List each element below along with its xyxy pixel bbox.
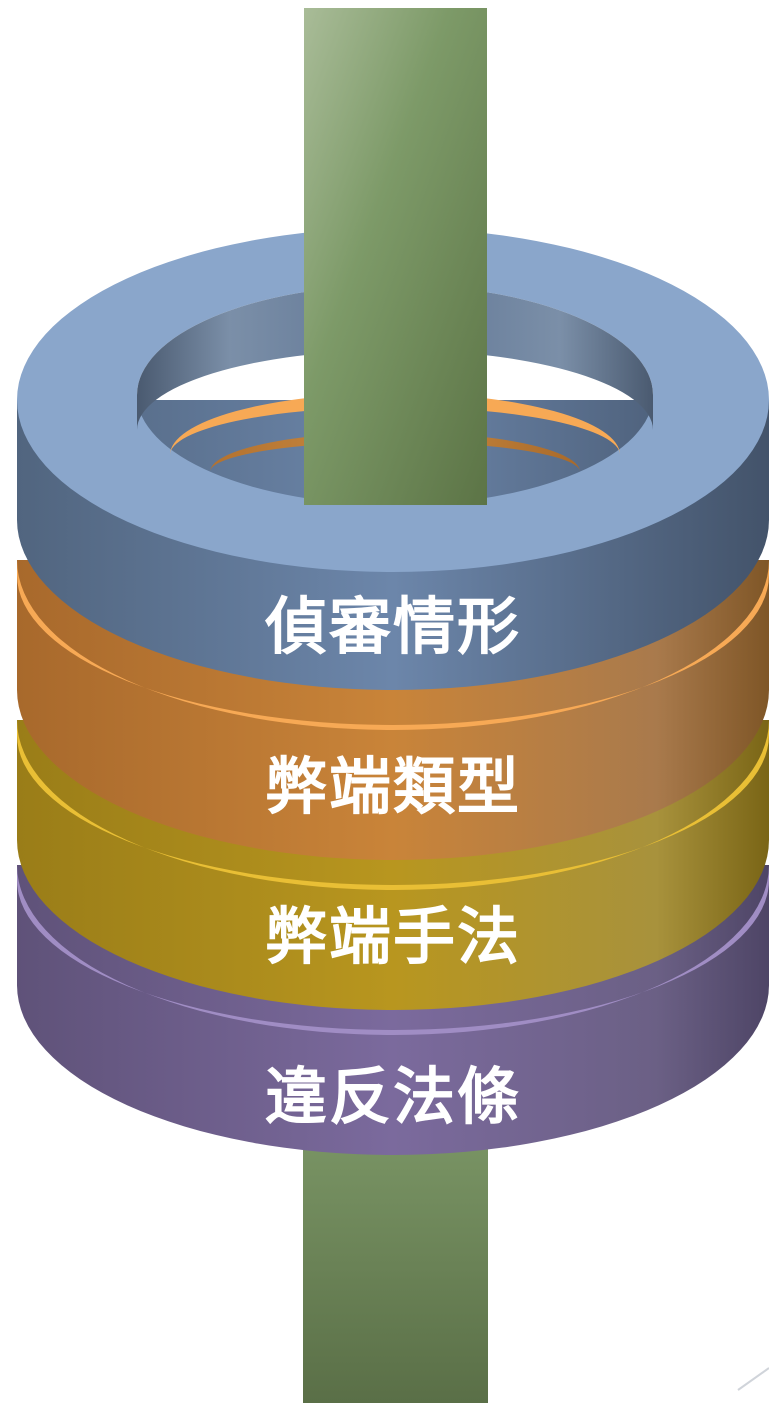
page-curl-mark (737, 1367, 769, 1391)
layer-label-3: 違反法條 (265, 1060, 521, 1133)
layer-label-2: 弊端手法 (265, 900, 521, 973)
hole-inner-wall (137, 285, 653, 430)
layer-top-face (17, 228, 769, 572)
layer-label-0: 偵審情形 (264, 590, 521, 663)
layer-investigation-status (17, 228, 769, 690)
axis-pole-lower (303, 1130, 488, 1403)
hole-orange-floor (210, 432, 580, 472)
hole-orange-rim (170, 393, 620, 455)
axis-pole-upper (304, 8, 487, 505)
layer-label-1: 弊端類型 (265, 750, 521, 823)
